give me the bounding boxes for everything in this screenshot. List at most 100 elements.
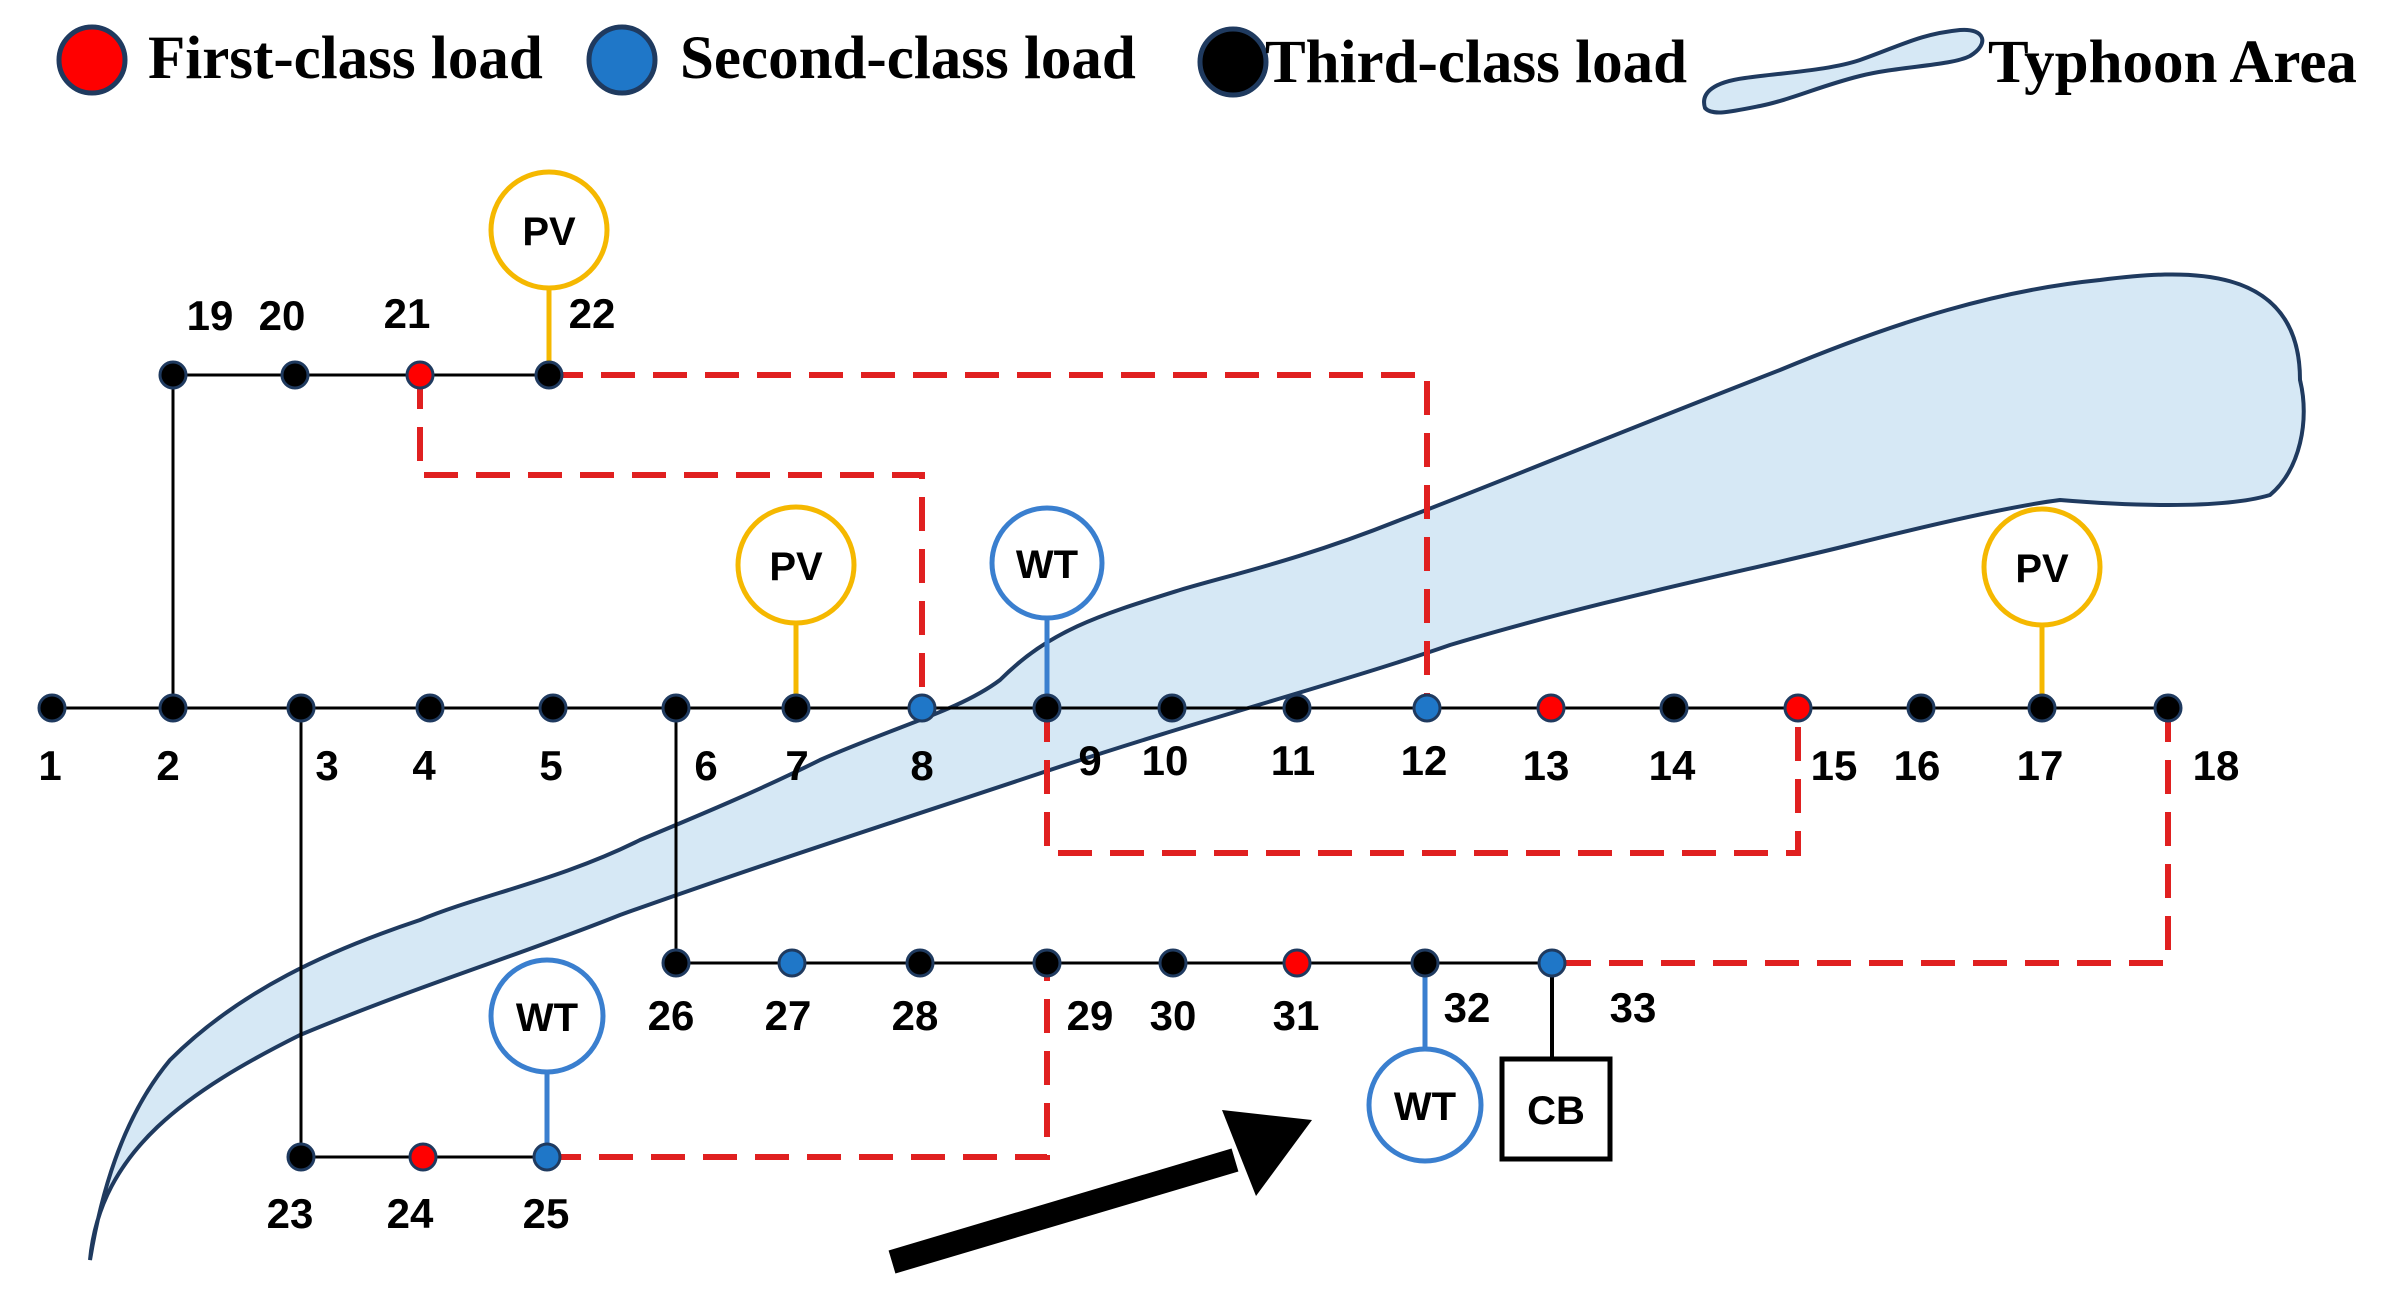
bus-label-14: 14 — [1649, 742, 1696, 789]
bus-label-7: 7 — [785, 742, 808, 789]
bus-label-29: 29 — [1067, 992, 1114, 1039]
bus-label-32: 32 — [1444, 984, 1491, 1031]
bus-label-15: 15 — [1811, 742, 1858, 789]
bus-label-10: 10 — [1142, 737, 1189, 784]
bus-node-26 — [661, 948, 691, 978]
legend: First-class load Second-class load Third… — [56, 24, 2357, 115]
bus-node-20 — [280, 360, 310, 390]
bus-label-18: 18 — [2193, 742, 2240, 789]
bus-node-18 — [2153, 693, 2183, 723]
bus-label-20: 20 — [259, 292, 306, 339]
bus-label-2: 2 — [156, 742, 179, 789]
bus-node-10 — [1157, 693, 1187, 723]
feeder-line — [171, 373, 549, 708]
tie-lines — [417, 372, 2171, 1160]
bus-label-27: 27 — [765, 992, 812, 1039]
bus-label-11: 11 — [1271, 737, 1315, 784]
bus-label-12: 12 — [1401, 737, 1448, 784]
bus-node-2 — [158, 693, 188, 723]
pv-label: PV — [522, 210, 576, 254]
bus-label-8: 8 — [910, 742, 933, 789]
wt-label: WT — [516, 996, 578, 1040]
cb-box — [1499, 1056, 1613, 1162]
legend-second-class-label: Second-class load — [680, 25, 1136, 92]
bus-node-23 — [286, 1142, 316, 1172]
generators: PV PV WT PV WT WT CB — [488, 169, 2103, 1164]
bus-node-33 — [1537, 948, 1567, 978]
cb-label: CB — [1527, 1089, 1585, 1133]
pv-generator-22 — [488, 169, 610, 291]
legend-first-class-label: First-class load — [148, 25, 543, 92]
bus-node-17 — [2027, 693, 2057, 723]
legend-third-class-marker — [1197, 26, 1269, 98]
bus-node-11 — [1282, 693, 1312, 723]
tie-line-22-12 — [549, 372, 1430, 708]
bus-node-12 — [1412, 693, 1442, 723]
bus-label-1: 1 — [38, 742, 61, 789]
typhoon-direction-arrow — [888, 1110, 1312, 1274]
bus-label-22: 22 — [569, 290, 616, 337]
bus-label-33: 33 — [1610, 984, 1657, 1031]
bus-node-14 — [1659, 693, 1689, 723]
bus-node-6 — [661, 693, 691, 723]
bus-node-16 — [1906, 693, 1936, 723]
bus-node-15 — [1783, 693, 1813, 723]
bus-label-21: 21 — [384, 290, 431, 337]
wt-label: WT — [1016, 543, 1078, 587]
bus-node-5 — [538, 693, 568, 723]
bus-label-19: 19 — [187, 292, 234, 339]
bus-label-23: 23 — [267, 1190, 314, 1237]
bus-node-7 — [781, 693, 811, 723]
legend-second-class-marker — [586, 24, 658, 96]
pv-generator-17 — [1981, 506, 2103, 628]
bus-label-5: 5 — [539, 742, 562, 789]
pv-label: PV — [769, 545, 823, 589]
bus-node-22 — [534, 360, 564, 390]
tie-line-18-33 — [1552, 708, 2171, 966]
bus-node-32 — [1410, 948, 1440, 978]
bus-node-1 — [37, 693, 67, 723]
bus-label-13: 13 — [1523, 742, 1570, 789]
bus-label-9: 9 — [1078, 737, 1101, 784]
legend-typhoon-swatch — [1702, 27, 1985, 115]
bus-label-16: 16 — [1894, 742, 1941, 789]
bus-node-3 — [286, 693, 316, 723]
bus-node-27 — [777, 948, 807, 978]
bus-nodes — [37, 360, 2183, 1172]
tie-line-25-29 — [547, 963, 1050, 1160]
bus-label-26: 26 — [648, 992, 695, 1039]
bus-node-9 — [1032, 693, 1062, 723]
bus-node-31 — [1282, 948, 1312, 978]
bus-node-28 — [905, 948, 935, 978]
bus-node-29 — [1032, 948, 1062, 978]
pv-label: PV — [2015, 547, 2069, 591]
bus-label-17: 17 — [2017, 742, 2064, 789]
wt-generator-32 — [1366, 1046, 1484, 1164]
bus-label-31: 31 — [1273, 992, 1320, 1039]
bus-node-24 — [408, 1142, 438, 1172]
tie-line-9-15 — [1044, 708, 1801, 856]
bus-node-21 — [405, 360, 435, 390]
bus-node-13 — [1536, 693, 1566, 723]
bus-node-8 — [907, 693, 937, 723]
bus-label-6: 6 — [694, 742, 717, 789]
bus-node-19 — [158, 360, 188, 390]
bus-node-30 — [1158, 948, 1188, 978]
legend-first-class-marker — [56, 24, 128, 96]
bus-label-25: 25 — [523, 1190, 570, 1237]
pv-generator-7 — [735, 504, 857, 626]
bus-label-28: 28 — [892, 992, 939, 1039]
bus-label-4: 4 — [412, 742, 436, 789]
wt-generator-9 — [989, 505, 1105, 621]
bus-label-30: 30 — [1150, 992, 1197, 1039]
wt-generator-25 — [488, 957, 606, 1075]
bus-node-25 — [532, 1142, 562, 1172]
legend-typhoon-label: Typhoon Area — [1988, 29, 2357, 96]
legend-third-class-label: Third-class load — [1265, 29, 1687, 96]
bus-label-3: 3 — [315, 742, 338, 789]
bus-node-4 — [415, 693, 445, 723]
wt-label: WT — [1394, 1085, 1456, 1129]
typhoon-area — [88, 272, 2306, 1261]
